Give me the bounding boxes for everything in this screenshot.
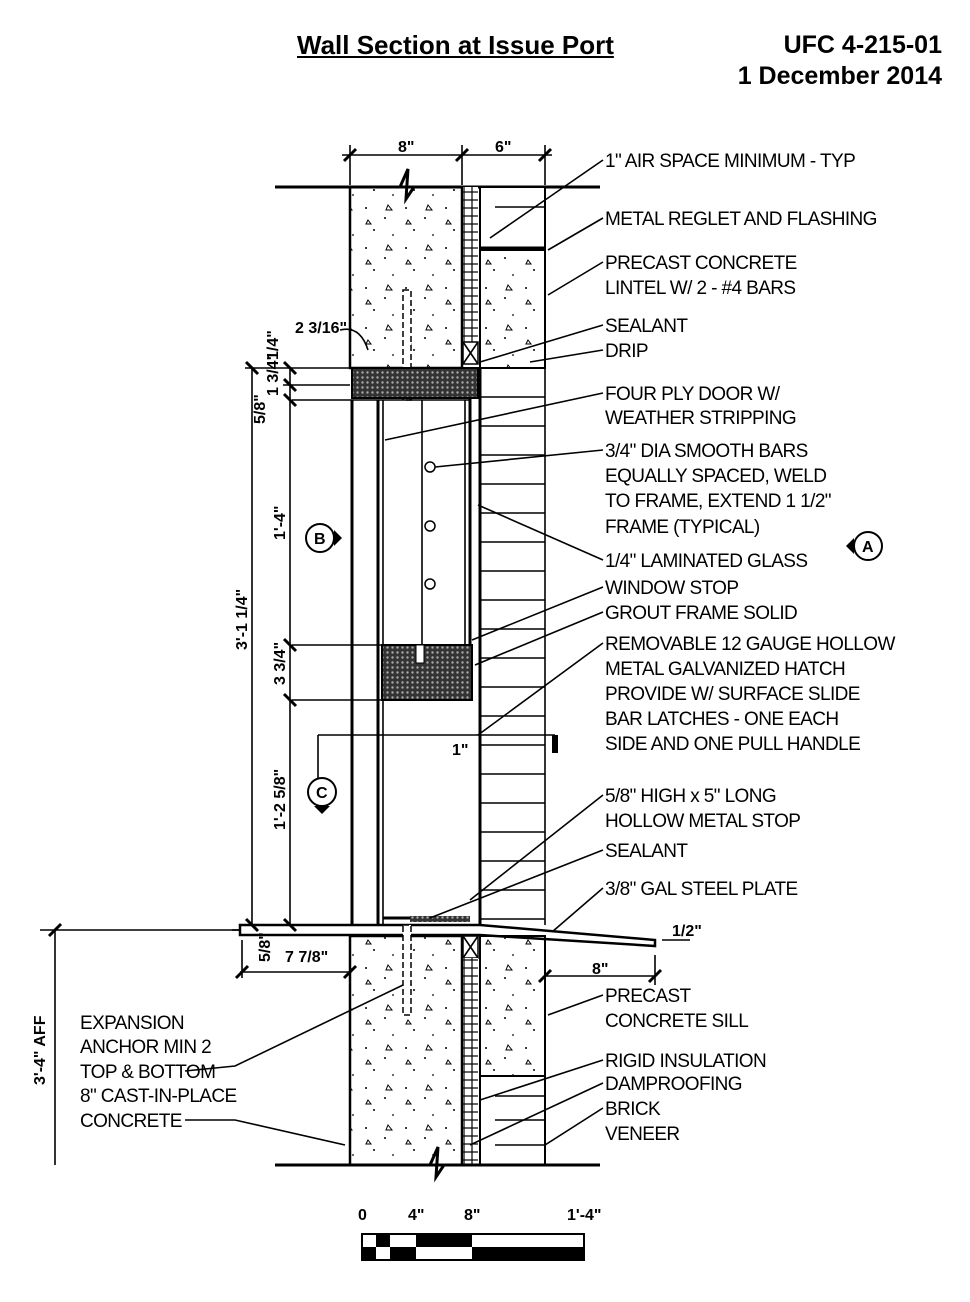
issue-port-frame [292, 367, 558, 925]
label: 8" CAST-IN-PLACE [80, 1086, 237, 1107]
dim-sill-width: 8" [592, 961, 608, 978]
label: REMOVABLE 12 GAUGE HOLLOW [605, 634, 895, 655]
document-date: 1 December 2014 [737, 62, 942, 90]
section-marker-a: A [846, 531, 883, 561]
left-dimensions: 3'-1 1/4" 1'-4" 3 3/4" 1'-2 5/8" 1/4" 1 … [32, 320, 663, 1165]
dim-top-small: 1/4" [265, 330, 282, 360]
label: ANCHOR MIN 2 [80, 1037, 211, 1058]
dim-plate-slope: 1/2" [672, 923, 702, 940]
label: VENEER [605, 1124, 680, 1145]
label: EXPANSION [80, 1013, 184, 1034]
dim-drip-offset: 2 3/16" [295, 320, 347, 337]
label: BAR LATCHES - ONE EACH [605, 709, 839, 730]
dim-lintel-small-2: 5/8" [252, 394, 269, 424]
dim-hatch-band: 3 3/4" [272, 642, 289, 685]
scale-tick: 8" [464, 1207, 480, 1224]
label: HOLLOW METAL STOP [605, 811, 800, 832]
svg-text:A: A [862, 539, 874, 556]
label: 3/8" GAL STEEL PLATE [605, 879, 798, 900]
dim-overall: 3'-1 1/4" [234, 589, 251, 650]
dim-sill-depth: 7 7/8" [285, 949, 328, 966]
dim-aff: 3'-4" AFF [32, 1015, 49, 1085]
dim-upper-opening: 1'-4" [272, 505, 289, 540]
label: DAMPROOFING [605, 1074, 742, 1095]
section-marker-b: B [305, 523, 342, 553]
label: SIDE AND ONE PULL HANDLE [605, 734, 860, 755]
svg-text:B: B [314, 531, 326, 548]
upper-wall [275, 168, 600, 401]
section-marker-c: C [307, 777, 337, 814]
drawing-title: Wall Section at Issue Port [297, 30, 614, 60]
label: 1/4" LAMINATED GLASS [605, 551, 807, 572]
label: TOP & BOTTOM [80, 1062, 215, 1083]
label: RIGID INSULATION [605, 1051, 766, 1072]
dim-wall-width: 8" [398, 139, 414, 156]
dim-veneer-width: 6" [495, 139, 511, 156]
label: PROVIDE W/ SURFACE SLIDE [605, 684, 860, 705]
label: CONCRETE SILL [605, 1011, 748, 1032]
label: WINDOW STOP [605, 578, 738, 599]
scale-bar: 0 4" 8" 1'-4" [358, 1207, 602, 1261]
dim-lower-opening: 1'-2 5/8" [272, 769, 289, 830]
label: CONCRETE [80, 1111, 182, 1132]
smooth-bar [424, 520, 436, 532]
document-number: UFC 4-215-01 [783, 31, 942, 59]
label: BRICK [605, 1099, 661, 1120]
scale-tick: 0 [358, 1207, 367, 1224]
label: METAL REGLET AND FLASHING [605, 209, 877, 230]
right-labels: 1" AIR SPACE MINIMUM - TYP METAL REGLET A… [605, 151, 896, 1145]
label: 3/4" DIA SMOOTH BARS [605, 441, 808, 462]
label: 5/8" HIGH x 5" LONG [605, 786, 776, 807]
label: 1" AIR SPACE MINIMUM - TYP [605, 151, 855, 172]
label: WEATHER STRIPPING [605, 408, 796, 429]
label: METAL GALVANIZED HATCH [605, 659, 845, 680]
smooth-bar [424, 578, 436, 590]
smooth-bar [424, 461, 436, 473]
label: PRECAST [605, 986, 692, 1007]
label: SEALANT [605, 841, 688, 862]
svg-text:C: C [316, 785, 328, 802]
label: EQUALLY SPACED, WELD [605, 466, 826, 487]
label: DRIP [605, 341, 648, 362]
document-info: UFC 4-215-01 1 December 2014 [738, 30, 942, 92]
label: SEALANT [605, 316, 688, 337]
left-labels: EXPANSION ANCHOR MIN 2 TOP & BOTTOM 8" C… [80, 1013, 237, 1132]
label: PRECAST CONCRETE [605, 253, 797, 274]
label: LINTEL W/ 2 - #4 BARS [605, 278, 795, 299]
label: FOUR PLY DOOR W/ [605, 384, 781, 405]
top-dimensions: 8" 6" [342, 139, 553, 185]
leader-lines [184, 159, 604, 1146]
scale-tick: 1'-4" [567, 1207, 602, 1224]
scale-tick: 4" [408, 1207, 424, 1224]
label: TO FRAME, EXTEND 1 1/2" [605, 491, 831, 512]
dim-stop-gap: 1" [452, 742, 468, 759]
label: FRAME (TYPICAL) [605, 517, 760, 538]
dim-sill-small: 5/8" [257, 932, 274, 962]
label: GROUT FRAME SOLID [605, 603, 797, 624]
dim-lintel-small-1: 1 3/4" [265, 353, 282, 396]
sill: 1/2" [232, 923, 702, 1183]
brick-veneer [478, 367, 546, 925]
